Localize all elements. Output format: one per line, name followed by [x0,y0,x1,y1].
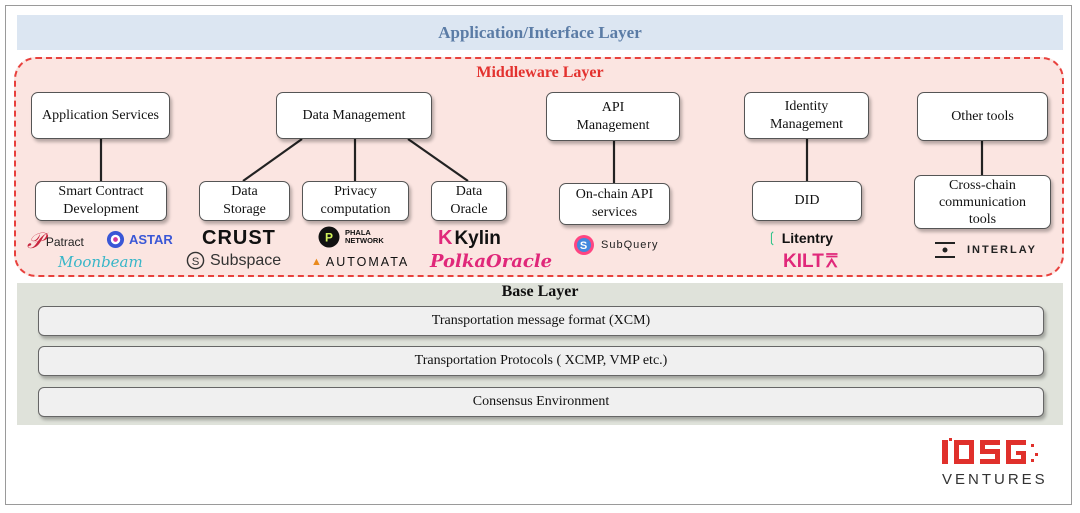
onchain-api-services-label: On-chain API services [575,187,654,220]
api-management-label: API Management [576,99,650,133]
did-label: DID [794,193,820,208]
diagram-frame [5,5,1072,505]
iosg-logo [942,438,1038,464]
identity-management-label: Identity Management [769,98,844,132]
automata-logo: ▲ AUTOMATA [311,255,409,269]
application-services-box: Application Services [31,92,170,139]
application-layer-label: Application/Interface Layer [438,22,642,42]
subquery-text: SubQuery [601,239,659,251]
automata-text: AUTOMATA [325,255,410,269]
interlay-text: INTERLAY [967,244,1037,256]
astar-icon [106,230,125,249]
data-management-label: Data Management [302,107,406,123]
litentry-logo: ❲ Litentry [766,229,833,246]
identity-management-box: Identity Management [744,92,869,139]
polkaoracle-text: PolkaOracle [430,251,553,272]
kylin-logo: K Kylin [438,227,501,250]
subspace-logo: S Subspace [186,251,281,270]
subspace-text: Subspace [210,251,282,269]
astar-text: ASTAR [129,232,173,247]
base-row-xcm-label: Transportation message format (XCM) [431,313,651,328]
kilt-text: KILT [783,251,824,272]
smart-contract-development-box: Smart Contract Development [35,181,167,221]
crust-text: CRUST [202,227,276,249]
phala-text-1: PHALA [345,228,371,237]
kilt-icon: ⩞ [825,251,838,272]
application-services-label: Application Services [41,107,160,123]
patract-logo: 𝒫 Patract [27,229,84,254]
interlay-logo: INTERLAY [933,239,1037,261]
subquery-logo: S SubQuery [573,234,659,256]
litentry-icon: ❲ [766,229,778,245]
kilt-logo: KILT ⩞ [783,251,837,273]
phala-icon: P [318,226,340,248]
data-storage-label: Data Storage [223,184,266,217]
subspace-icon: S [186,251,205,270]
kylin-icon: K [438,227,453,249]
other-tools-label: Other tools [951,108,1014,124]
data-storage-box: Data Storage [199,181,290,221]
base-row-protocols: Transportation Protocols ( XCMP, VMP etc… [38,346,1044,376]
data-oracle-label: Data Oracle [450,184,488,217]
iosg-ventures-text: VENTURES [942,471,1048,488]
moonbeam-logo: Moonbeam [58,253,143,271]
middleware-layer-container [14,57,1064,277]
patract-text: Patract [45,234,84,249]
phala-text-2: NETWORK [345,236,384,245]
subquery-icon: S [574,235,594,255]
litentry-text: Litentry [781,229,834,246]
astar-logo: ASTAR [106,230,173,249]
base-row-xcm: Transportation message format (XCM) [38,306,1044,336]
base-row-protocols-label: Transportation Protocols ( XCMP, VMP etc… [414,353,668,368]
privacy-computation-box: Privacy computation [302,181,409,221]
svg-text:S: S [580,240,588,252]
base-row-consensus-label: Consensus Environment [472,394,610,409]
svg-text:S: S [192,256,200,268]
automata-icon: ▲ [311,256,324,268]
application-layer-band: Application/Interface Layer [17,15,1063,50]
did-box: DID [752,181,862,221]
moonbeam-text: Moonbeam [58,253,143,271]
kylin-text: Kylin [454,227,501,249]
polkaoracle-logo: PolkaOracle [430,251,552,272]
middleware-layer-title: Middleware Layer [476,64,604,81]
cross-chain-tools-label: Cross-chain communication tools [938,177,1027,227]
crust-logo: CRUST [202,227,276,250]
onchain-api-services-box: On-chain API services [559,183,670,225]
phala-logo: P PHALA NETWORK [318,226,384,248]
data-management-box: Data Management [276,92,432,139]
interlay-icon [935,242,955,258]
base-row-consensus: Consensus Environment [38,387,1044,417]
cross-chain-tools-box: Cross-chain communication tools [914,175,1051,229]
data-oracle-box: Data Oracle [431,181,507,221]
smart-contract-development-label: Smart Contract Development [58,184,144,217]
privacy-computation-label: Privacy computation [320,184,391,217]
svg-text:P: P [325,231,333,245]
patract-icon: 𝒫 [27,229,43,254]
base-layer-title: Base Layer [501,283,579,300]
other-tools-box: Other tools [917,92,1048,141]
api-management-box: API Management [546,92,680,141]
